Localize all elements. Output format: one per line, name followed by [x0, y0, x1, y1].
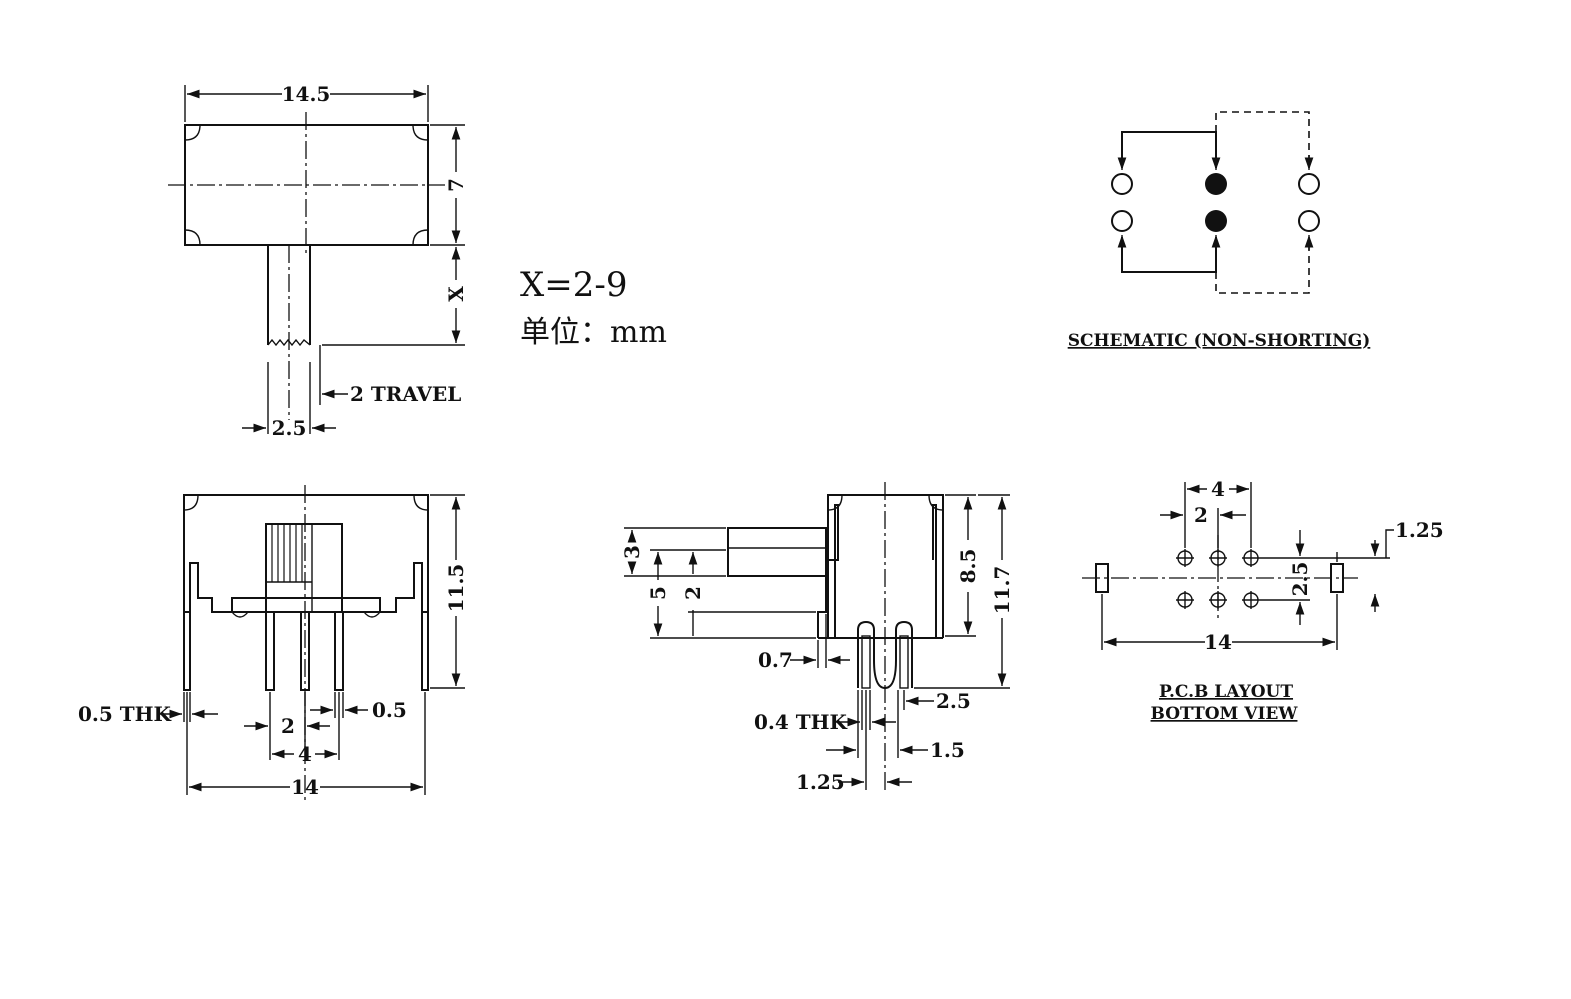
contact-open: [1111, 173, 1133, 195]
side-thickness-label: 0.4 THK: [754, 710, 848, 734]
pcb-slot: [1095, 563, 1109, 593]
contact-common: [1205, 210, 1227, 232]
front-housing: [183, 494, 429, 690]
top-view: 14.5 7 X 2 TRAVEL 2.5: [168, 82, 468, 440]
top-width-label: 14.5: [282, 82, 331, 106]
side-dim-5: 5: [646, 586, 670, 600]
pcb-pad-width-label: 1.25: [1395, 518, 1444, 542]
side-dim-2-5: 2.5: [936, 689, 971, 713]
pcb-row-spacing-label: 2.5: [1288, 562, 1312, 597]
pcb-hole: [1209, 591, 1227, 609]
pcb-layout: 4 2 1.25 2.5 14 P.C.B LAYOUT BOTTOM VIEW: [1082, 477, 1444, 724]
pin-width-label: 0.5: [372, 698, 407, 722]
contact-open: [1298, 210, 1320, 232]
pcb-width-label: 14: [1204, 630, 1232, 654]
top-height-label: 7: [444, 178, 468, 192]
side-dim-0-7: 0.7: [758, 648, 793, 672]
pcb-hole: [1176, 591, 1194, 609]
pcb-pitch-double-label: 4: [1211, 477, 1225, 501]
front-width-label: 14: [291, 775, 319, 799]
side-view: 3 5 2 8.5 11.7 0.7 2.5: [620, 482, 1014, 794]
actuator: [267, 245, 311, 345]
schematic: SCHEMATIC (NON-SHORTING): [1068, 111, 1371, 351]
side-dim-8-5: 8.5: [956, 549, 980, 584]
contact-open: [1111, 210, 1133, 232]
front-height-label: 11.5: [444, 564, 468, 613]
side-dim-3: 3: [620, 545, 644, 559]
front-pin: [300, 611, 310, 691]
side-dim-2: 2: [681, 586, 705, 600]
schematic-caption: SCHEMATIC (NON-SHORTING): [1068, 331, 1371, 351]
front-pin: [265, 611, 275, 691]
front-view: 11.5 0.5 THK 0.5 2 4 14: [78, 485, 468, 800]
pcb-pitch-label: 2: [1194, 503, 1208, 527]
actuator-width-label: 2.5: [272, 416, 307, 440]
contact-common: [1205, 173, 1227, 195]
unit-text: 单位：mm: [520, 315, 667, 350]
side-actuator: [727, 527, 827, 577]
pcb-slot: [1330, 563, 1344, 593]
front-leg: [421, 611, 429, 691]
contact-open: [1298, 173, 1320, 195]
pcb-hole: [1176, 549, 1194, 567]
side-dim-1-5: 1.5: [930, 738, 965, 762]
front-leg: [183, 611, 191, 691]
front-pin: [334, 611, 344, 691]
thickness-label: 0.5 THK: [78, 702, 172, 726]
pcb-caption-line2: BOTTOM VIEW: [1151, 704, 1299, 724]
spec-block: X=2-9 单位：mm: [520, 265, 667, 350]
pcb-hole: [1242, 591, 1260, 609]
pitch-double-label: 4: [298, 742, 312, 766]
pcb-hole: [1209, 549, 1227, 567]
side-pins: [857, 620, 913, 690]
x-range-text: X=2-9: [520, 265, 627, 305]
pcb-hole: [1242, 549, 1260, 567]
pcb-caption-line1: P.C.B LAYOUT: [1159, 682, 1293, 702]
side-dim-11-7: 11.7: [990, 566, 1014, 615]
pitch-label: 2: [281, 714, 295, 738]
actuator-length-label: X: [444, 286, 468, 302]
side-dim-1-25: 1.25: [796, 770, 845, 794]
travel-label: 2 TRAVEL: [350, 382, 461, 406]
